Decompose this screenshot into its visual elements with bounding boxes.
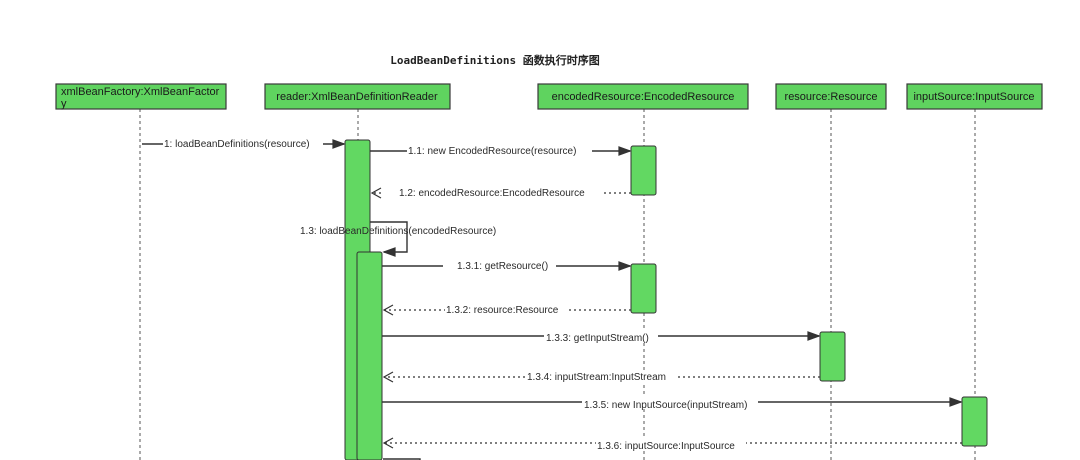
participant-xmlbeanfactory[interactable]: xmlBeanFactory:XmlBeanFactor y [55,83,227,110]
msg-1-3-3-arrowhead [807,331,821,341]
msg-1-3-6-arrowhead [382,437,394,449]
msg-1-label: 1: loadBeanDefinitions(resource) [164,139,310,150]
msg-1-3-2-label: 1.3.2: resource:Resource [446,305,559,316]
lifelines [139,109,976,460]
msg-1-3-5-arrowhead [949,397,963,407]
msg-1-1-arrowhead [618,146,632,156]
activations [344,139,988,460]
activation-resource [819,331,846,382]
msg-1-2-label: 1.2: encodedResource:EncodedResource [399,188,585,199]
arrowheads [332,139,963,449]
activation-inputsource [961,396,988,447]
participant-inputsource-label: inputSource:InputSource [913,91,1034,103]
msg-1-3-label: 1.3: loadBeanDefinitions(encodedResource… [300,226,496,237]
label-backgrounds [163,137,758,449]
participant-reader-label: reader:XmlBeanDefinitionReader [276,91,438,103]
participant-reader[interactable]: reader:XmlBeanDefinitionReader [264,83,451,110]
participant-inputsource[interactable]: inputSource:InputSource [906,83,1043,110]
msg-1-3-3-label: 1.3.3: getInputStream() [546,333,649,344]
activation-reader-inner [356,251,383,460]
activation-encodedresource-1 [630,145,657,196]
participant-resource-label: resource:Resource [785,91,878,103]
msg-1-arrowhead [332,139,346,149]
msg-1-3-5-label: 1.3.5: new InputSource(inputStream) [584,400,747,411]
msg-1-3-4-arrowhead [382,371,394,383]
participant-encodedresource-label: encodedResource:EncodedResource [552,91,735,103]
msg-1-2-arrowhead [370,187,382,199]
msg-1-3-1-label: 1.3.1: getResource() [457,261,548,272]
msg-1-3-1-arrowhead [618,261,632,271]
message-labels: 1: loadBeanDefinitions(resource) 1.1: ne… [164,139,747,452]
activation-encodedresource-2 [630,263,657,314]
participant-encodedresource[interactable]: encodedResource:EncodedResource [537,83,749,110]
participant-xmlbeanfactory-label: xmlBeanFactory:XmlBeanFactor [61,86,220,98]
msg-1-3-6-label: 1.3.6: inputSource:InputSource [597,441,735,452]
msg-1-3-2-arrowhead [382,304,394,316]
participant-xmlbeanfactory-label-wrap: y [61,98,67,110]
msg-1-3-4-label: 1.3.4: inputStream:InputStream [527,372,666,383]
participant-resource[interactable]: resource:Resource [775,83,887,110]
msg-1-1-label: 1.1: new EncodedResource(resource) [408,146,576,157]
msg-1-3-arrowhead [382,247,396,257]
participants: xmlBeanFactory:XmlBeanFactor y reader:Xm… [55,83,1043,110]
diagram-title: LoadBeanDefinitions 函数执行时序图 [390,53,599,67]
